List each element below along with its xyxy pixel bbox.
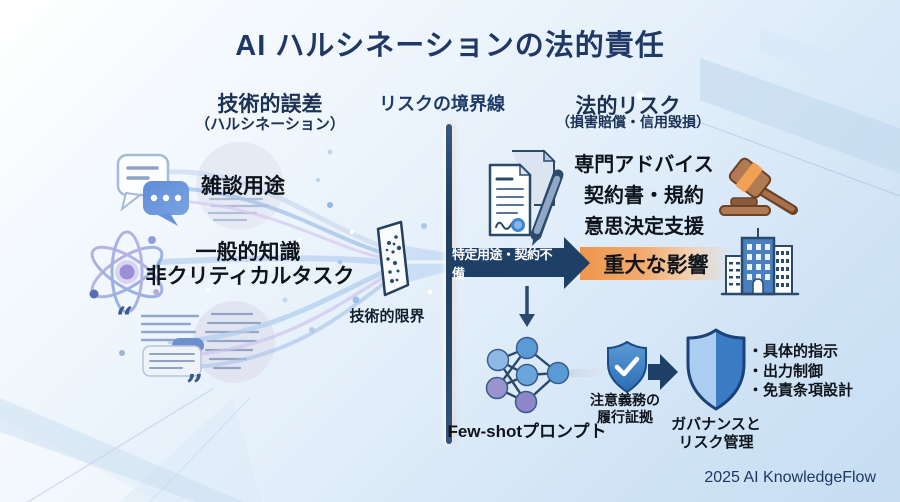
bullet-disclaimer-design: ・免責条項設計 bbox=[748, 382, 854, 399]
governance-shield-icon bbox=[686, 328, 746, 411]
header-legal-risk-sub: （損害賠償・信用毀損） bbox=[556, 114, 710, 130]
header-risk-boundary: リスクの境界線 bbox=[379, 94, 505, 114]
label-non-critical-tasks: 非クリティカルタスク bbox=[145, 265, 355, 288]
header-legal-risk: 法的リスク bbox=[575, 95, 681, 118]
impact-gradient-band bbox=[580, 247, 732, 280]
flow-streams bbox=[157, 169, 449, 370]
label-trigger: 特定用途・契約不備 bbox=[452, 246, 553, 281]
label-general-knowledge: 一般的知識 bbox=[195, 241, 301, 264]
bullet-specific-instructions: ・具体的指示 bbox=[748, 343, 839, 360]
label-duty-evidence-1: 注意義務の bbox=[590, 392, 660, 408]
svg-text:“: “ bbox=[116, 301, 133, 336]
diagonal-bands bbox=[687, 28, 900, 197]
chat-bubbles-icon bbox=[116, 153, 189, 226]
label-few-shot-prompt: Few-shotプロンプト bbox=[447, 422, 607, 441]
legal-use-cases: 専門アドバイス 契約書・規約 意思決定支援 bbox=[574, 150, 713, 243]
page-title: AI ハルシネーションの法的責任 bbox=[235, 30, 665, 62]
risk-boundary-divider bbox=[446, 124, 452, 444]
label-duty-evidence-2: 履行証拠 bbox=[597, 409, 653, 425]
particle-dots bbox=[206, 92, 644, 333]
gray-connector bbox=[568, 369, 604, 377]
filter-membrane-icon bbox=[376, 220, 410, 297]
geometric-shapes bbox=[0, 387, 262, 502]
footer-credit: 2025 AI KnowledgeFlow bbox=[704, 469, 876, 486]
gavel-icon bbox=[719, 157, 798, 216]
label-governance-2: リスク管理 bbox=[678, 434, 754, 451]
quote-block-icon: “ ” bbox=[116, 301, 204, 398]
svg-text:”: ” bbox=[186, 369, 203, 398]
neural-network-icon bbox=[485, 336, 570, 414]
label-major-impact: 重大な影響 bbox=[603, 253, 709, 277]
label-technical-limit: 技術的限界 bbox=[349, 308, 425, 325]
header-technical-error-sub: （ハルシネーション） bbox=[195, 116, 345, 133]
right-arrow bbox=[648, 354, 678, 390]
use-case-contracts-terms: 契約書・規約 bbox=[584, 185, 704, 207]
atom-icon bbox=[89, 230, 164, 314]
label-casual-use: 雑談用途 bbox=[201, 175, 285, 198]
contract-documents-icon bbox=[488, 149, 564, 246]
use-case-professional-advice: 専門アドバイス bbox=[574, 154, 714, 176]
down-arrow bbox=[519, 286, 535, 327]
office-building-icon bbox=[720, 228, 800, 296]
header-technical-error: 技術的誤差 bbox=[217, 93, 323, 116]
trigger-arrow bbox=[452, 237, 590, 289]
governance-bullets: ・具体的指示 ・出力制御 ・免責条項設計 bbox=[748, 342, 853, 401]
shield-check-icon bbox=[607, 340, 647, 394]
use-case-decision-support: 意思決定支援 bbox=[584, 216, 704, 238]
soft-circle-top bbox=[196, 142, 284, 230]
label-governance-1: ガバナンスと bbox=[671, 416, 761, 433]
bullet-output-control: ・出力制御 bbox=[748, 362, 824, 380]
